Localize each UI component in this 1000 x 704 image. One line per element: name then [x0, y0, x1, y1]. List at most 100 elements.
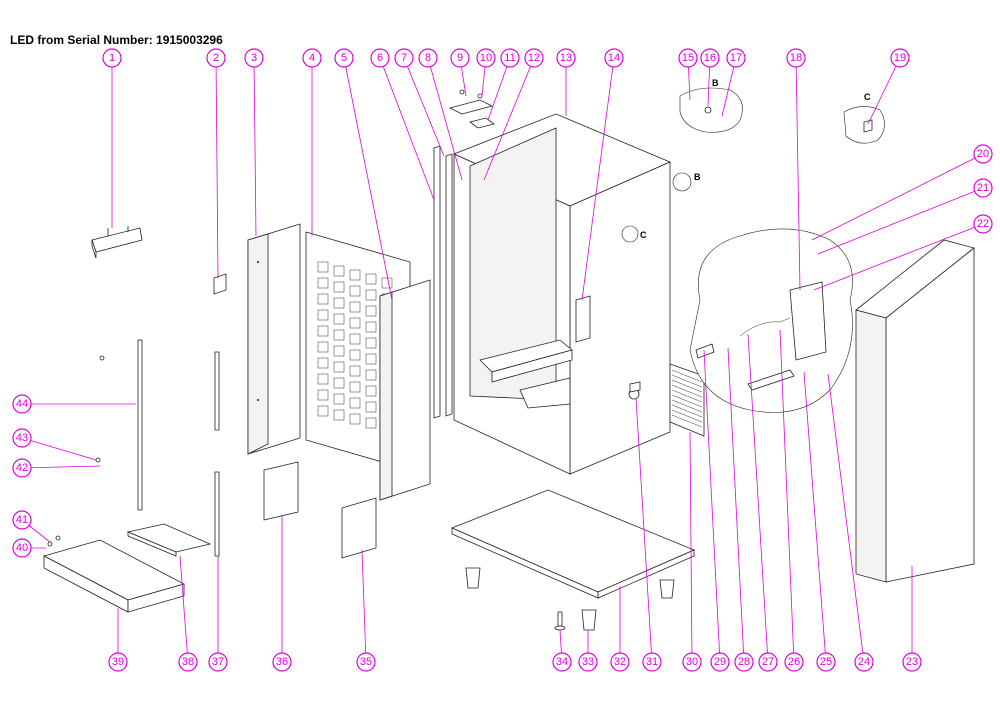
callout-number: 41: [16, 514, 28, 526]
callout-number: 37: [212, 656, 224, 668]
callout-31[interactable]: 31: [642, 652, 662, 672]
callout-38[interactable]: 38: [178, 652, 198, 672]
panel-perforation: [333, 393, 345, 405]
part-38-39-channels: [42, 523, 212, 613]
callout-19[interactable]: 19: [890, 48, 910, 68]
callout-circle: [108, 652, 128, 672]
callout-13[interactable]: 13: [556, 48, 576, 68]
callout-32[interactable]: 32: [610, 652, 630, 672]
callout-40[interactable]: 40: [12, 538, 32, 558]
callout-circle: [418, 48, 438, 68]
part-33-feet: [465, 567, 675, 631]
callout-10[interactable]: 10: [476, 48, 496, 68]
leader-line-30: [689, 431, 693, 663]
callout-number: 38: [182, 656, 194, 668]
callout-25[interactable]: 25: [816, 652, 836, 672]
callout-43[interactable]: 43: [12, 428, 32, 448]
callout-23[interactable]: 23: [902, 652, 922, 672]
panel-perforation: [349, 333, 361, 345]
callout-44[interactable]: 44: [12, 394, 32, 414]
callout-5[interactable]: 5: [334, 48, 354, 68]
leader-line-5: [343, 57, 393, 301]
callout-17[interactable]: 17: [726, 48, 746, 68]
callout-number: 44: [16, 398, 28, 410]
callout-42[interactable]: 42: [12, 458, 32, 478]
callout-28[interactable]: 28: [734, 652, 754, 672]
panel-perforation: [333, 377, 345, 389]
callout-7[interactable]: 7: [394, 48, 414, 68]
callout-number: 9: [457, 52, 463, 64]
leader-line-11: [487, 57, 511, 121]
callout-21[interactable]: 21: [973, 178, 993, 198]
callout-number: 20: [977, 148, 989, 160]
panel-perforation: [317, 277, 329, 289]
panel-perforation: [365, 369, 377, 381]
callout-number: 27: [762, 656, 774, 668]
callout-number: 4: [309, 52, 315, 64]
callout-39[interactable]: 39: [108, 652, 128, 672]
callout-37[interactable]: 37: [208, 652, 228, 672]
panel-perforation: [333, 361, 345, 373]
callout-number: 7: [401, 52, 407, 64]
callout-18[interactable]: 18: [786, 48, 806, 68]
callout-30[interactable]: 30: [682, 652, 702, 672]
grille-slat: [671, 414, 703, 428]
callout-2[interactable]: 2: [206, 48, 226, 68]
callout-circle: [710, 652, 730, 672]
callout-8[interactable]: 8: [418, 48, 438, 68]
callout-number: 42: [16, 462, 28, 474]
callout-12[interactable]: 12: [524, 48, 544, 68]
leader-line-43: [21, 437, 97, 461]
leader-line-3: [253, 57, 257, 237]
grille-slat: [671, 384, 703, 398]
callout-27[interactable]: 27: [758, 652, 778, 672]
part-32-base-plate: [450, 489, 696, 599]
callout-36[interactable]: 36: [272, 652, 292, 672]
callout-circle: [476, 48, 496, 68]
callout-15[interactable]: 15: [678, 48, 698, 68]
callout-22[interactable]: 22: [973, 214, 993, 234]
callout-9[interactable]: 9: [450, 48, 470, 68]
callout-circle: [394, 48, 414, 68]
callout-circle: [206, 48, 226, 68]
part-13-cabinet: [452, 113, 672, 475]
callout-16[interactable]: 16: [700, 48, 720, 68]
panel-perforation: [349, 381, 361, 393]
callout-number: 8: [425, 52, 431, 64]
leader-line-28: [727, 347, 745, 663]
callout-circle: [556, 48, 576, 68]
callout-circle: [784, 652, 804, 672]
callout-number: 35: [360, 656, 372, 668]
callout-6[interactable]: 6: [370, 48, 390, 68]
callout-34[interactable]: 34: [552, 652, 572, 672]
callout-11[interactable]: 11: [500, 48, 520, 68]
callout-3[interactable]: 3: [244, 48, 264, 68]
callout-33[interactable]: 33: [578, 652, 598, 672]
leader-line-12: [483, 57, 535, 181]
callout-35[interactable]: 35: [356, 652, 376, 672]
grille-slat: [671, 369, 703, 383]
leader-line-29: [703, 349, 721, 663]
callout-number: 5: [341, 52, 347, 64]
callout-circle: [370, 48, 390, 68]
callout-number: 11: [504, 52, 515, 64]
callout-number: 23: [906, 656, 918, 668]
panel-perforation: [365, 401, 377, 413]
callout-41[interactable]: 41: [12, 510, 32, 530]
callout-20[interactable]: 20: [973, 144, 993, 164]
callout-24[interactable]: 24: [854, 652, 874, 672]
panel-perforation: [365, 289, 377, 301]
detail-bubble-18-29: [689, 228, 853, 413]
part-35-36-plates: [263, 461, 377, 559]
callout-14[interactable]: 14: [604, 48, 624, 68]
callout-29[interactable]: 29: [710, 652, 730, 672]
callout-number: 33: [582, 656, 594, 668]
callout-circle: [552, 652, 572, 672]
callout-26[interactable]: 26: [784, 652, 804, 672]
callout-circle: [12, 510, 32, 530]
leader-line-17: [721, 57, 737, 117]
callout-number: 32: [614, 656, 626, 668]
callout-1[interactable]: 1: [102, 48, 122, 68]
callout-circle: [356, 652, 376, 672]
callout-4[interactable]: 4: [302, 48, 322, 68]
